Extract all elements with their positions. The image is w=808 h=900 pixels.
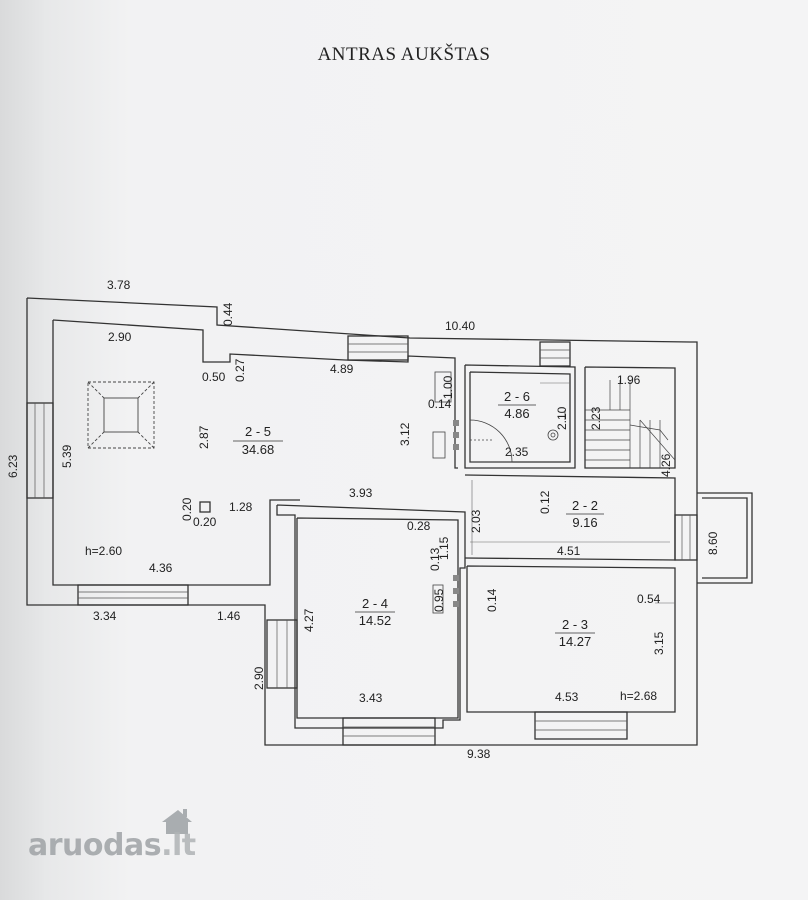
watermark-text: aruodas (28, 828, 162, 863)
window-hatching (34, 343, 691, 737)
room-id: 2 - 4 (362, 596, 388, 611)
room-id: 2 - 2 (572, 498, 598, 513)
page-shadow (0, 0, 44, 900)
dimension-label: 3.93 (349, 486, 373, 500)
dimension-label: 1.28 (229, 500, 253, 514)
skylight-symbol (87, 381, 155, 449)
dimension-label: 4.89 (330, 362, 354, 376)
room-area: 9.16 (572, 515, 597, 530)
dimension-label: 8.60 (706, 531, 720, 555)
dimension-label: 0.14 (485, 588, 499, 612)
dimension-label: 0.28 (407, 519, 431, 533)
dimension-label: 0.54 (637, 592, 661, 606)
ceiling-height: h=2.60 (85, 544, 122, 558)
dimension-label: 2.90 (108, 330, 132, 344)
dimension-label: 4.53 (555, 690, 579, 704)
radiator-marks (453, 420, 459, 607)
dimension-label: 2.10 (555, 406, 569, 430)
dimension-label: 9.38 (467, 747, 491, 761)
room-area: 14.27 (559, 634, 592, 649)
dimension-label: 4.27 (302, 608, 316, 632)
dimension-label: 0.44 (221, 302, 235, 326)
dimension-label: 3.12 (398, 422, 412, 446)
ceiling-height: h=2.68 (620, 689, 657, 703)
plan-title: ANTRAS AUKŠTAS (317, 44, 491, 65)
staircase (585, 380, 676, 468)
dimension-label: 0.12 (538, 490, 552, 514)
dimension-label: 3.43 (359, 691, 383, 705)
dimension-label: 0.13 (428, 547, 442, 571)
house-logo-icon (162, 809, 192, 834)
dimension-label: 0.20 (193, 515, 217, 529)
bath-fixtures (432, 371, 566, 614)
dimension-label: 1.00 (441, 375, 455, 399)
dimension-label: 0.50 (202, 370, 226, 384)
watermark-ext: .lt (161, 828, 196, 863)
dimension-lines (470, 382, 675, 604)
room-area: 4.86 (504, 406, 529, 421)
dimension-label: 4.26 (659, 453, 673, 477)
dimension-label: 3.78 (107, 278, 131, 292)
room-area: 34.68 (242, 442, 275, 457)
dimension-label: 2.90 (252, 666, 266, 690)
room-id: 2 - 6 (504, 389, 530, 404)
dimension-label: 1.46 (217, 609, 241, 623)
dimension-label: 3.15 (652, 631, 666, 655)
room-area: 14.52 (359, 613, 392, 628)
dimension-label: 1.96 (617, 373, 641, 387)
dimension-label: 0.95 (432, 588, 446, 612)
dimension-label: 2.35 (505, 445, 529, 459)
dimension-label: 4.51 (557, 544, 581, 558)
dimension-label: 0.20 (180, 497, 194, 521)
dimension-label: 0.14 (428, 397, 452, 411)
dimension-label: 3.34 (93, 609, 117, 623)
dimension-label: 2.87 (197, 425, 211, 449)
dimension-label: 6.23 (6, 454, 20, 478)
dimension-label: 10.40 (445, 319, 475, 333)
room-id: 2 - 3 (562, 617, 588, 632)
dimension-label: 0.27 (233, 358, 247, 382)
room-id: 2 - 5 (245, 424, 271, 439)
dimension-label: 5.39 (60, 444, 74, 468)
dimension-label: 4.36 (149, 561, 173, 575)
dimension-label: 2.23 (589, 406, 603, 430)
plan-walls (26, 297, 753, 746)
dimension-label: 2.03 (469, 509, 483, 533)
watermark: aruodas.lt (28, 828, 196, 863)
dimension-label: 1.15 (437, 536, 451, 560)
paper-sheet (38, 0, 808, 900)
